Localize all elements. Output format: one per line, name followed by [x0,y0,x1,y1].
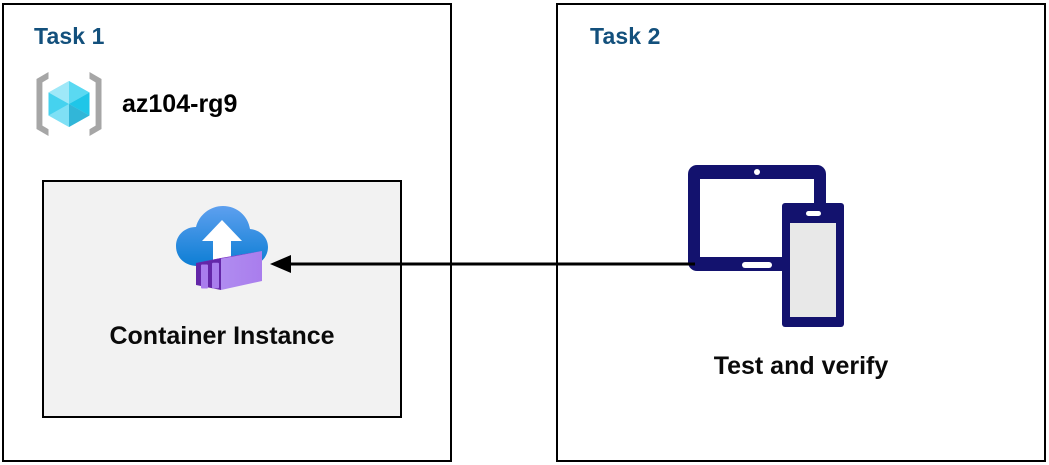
resource-group-label: az104-rg9 [122,89,238,118]
azure-container-instance-icon [174,200,270,292]
arrow-task2-to-container-instance [270,255,695,273]
container-instance-box: Container Instance [42,180,402,418]
resource-group-row: az104-rg9 [32,67,237,141]
devices-tablet-phone-icon [686,163,866,331]
task-1-title: Task 1 [34,23,105,49]
container-instance-label: Container Instance [109,322,335,350]
test-and-verify-label: Test and verify [713,352,889,380]
azure-resource-group-icon [32,67,106,141]
task-1-panel: Task 1 [2,3,452,462]
task-2-title: Task 2 [590,23,661,49]
